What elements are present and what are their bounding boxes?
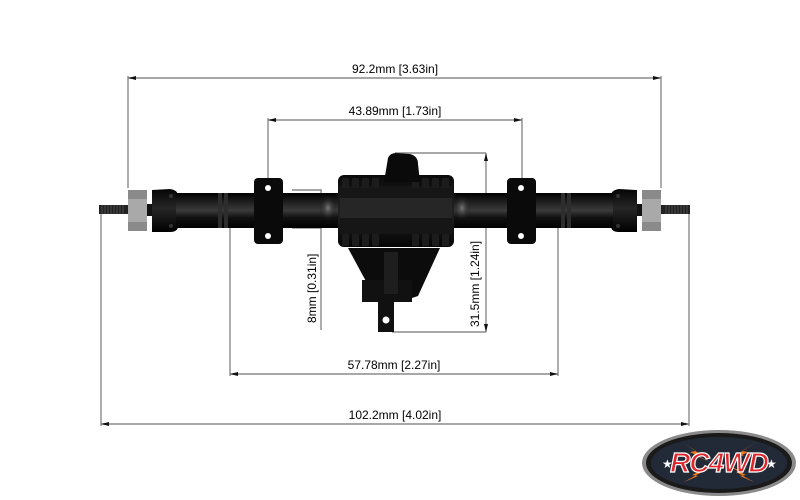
svg-text:★: ★	[766, 457, 777, 471]
right-stud	[658, 205, 690, 214]
right-link-mount	[507, 178, 536, 244]
rc4wd-logo: ★ ★ RC4WD	[642, 430, 796, 496]
dim-label-pumpkin-height: 31.5mm [1.24in]	[468, 240, 482, 327]
diff-bolts-bottom	[342, 234, 449, 246]
extension-lines	[100, 76, 690, 426]
left-nut	[128, 190, 147, 231]
logo-text: RC4WD	[670, 447, 768, 478]
right-nut	[642, 190, 661, 231]
pinion-shaft	[378, 298, 394, 332]
dimension-lines	[101, 76, 689, 426]
left-link-mount	[254, 178, 283, 244]
dim-label-inner-tube-width: 57.78mm [2.27in]	[347, 358, 441, 372]
axle-assembly	[99, 153, 690, 332]
dim-label-link-mount-spacing: 43.89mm [1.73in]	[348, 104, 442, 118]
left-stud	[99, 205, 131, 214]
dim-label-tube-offset: 8mm [0.31in]	[305, 253, 319, 323]
left-hub	[152, 189, 178, 232]
dim-label-overall-width: 102.2mm [4.02in]	[348, 408, 442, 422]
diff-cover-peak	[384, 153, 420, 182]
svg-text:★: ★	[662, 457, 673, 471]
diff-bolts-top	[342, 178, 449, 188]
right-hub	[611, 189, 637, 232]
dim-label-overall-hub-width: 92.2mm [3.63in]	[351, 62, 439, 76]
